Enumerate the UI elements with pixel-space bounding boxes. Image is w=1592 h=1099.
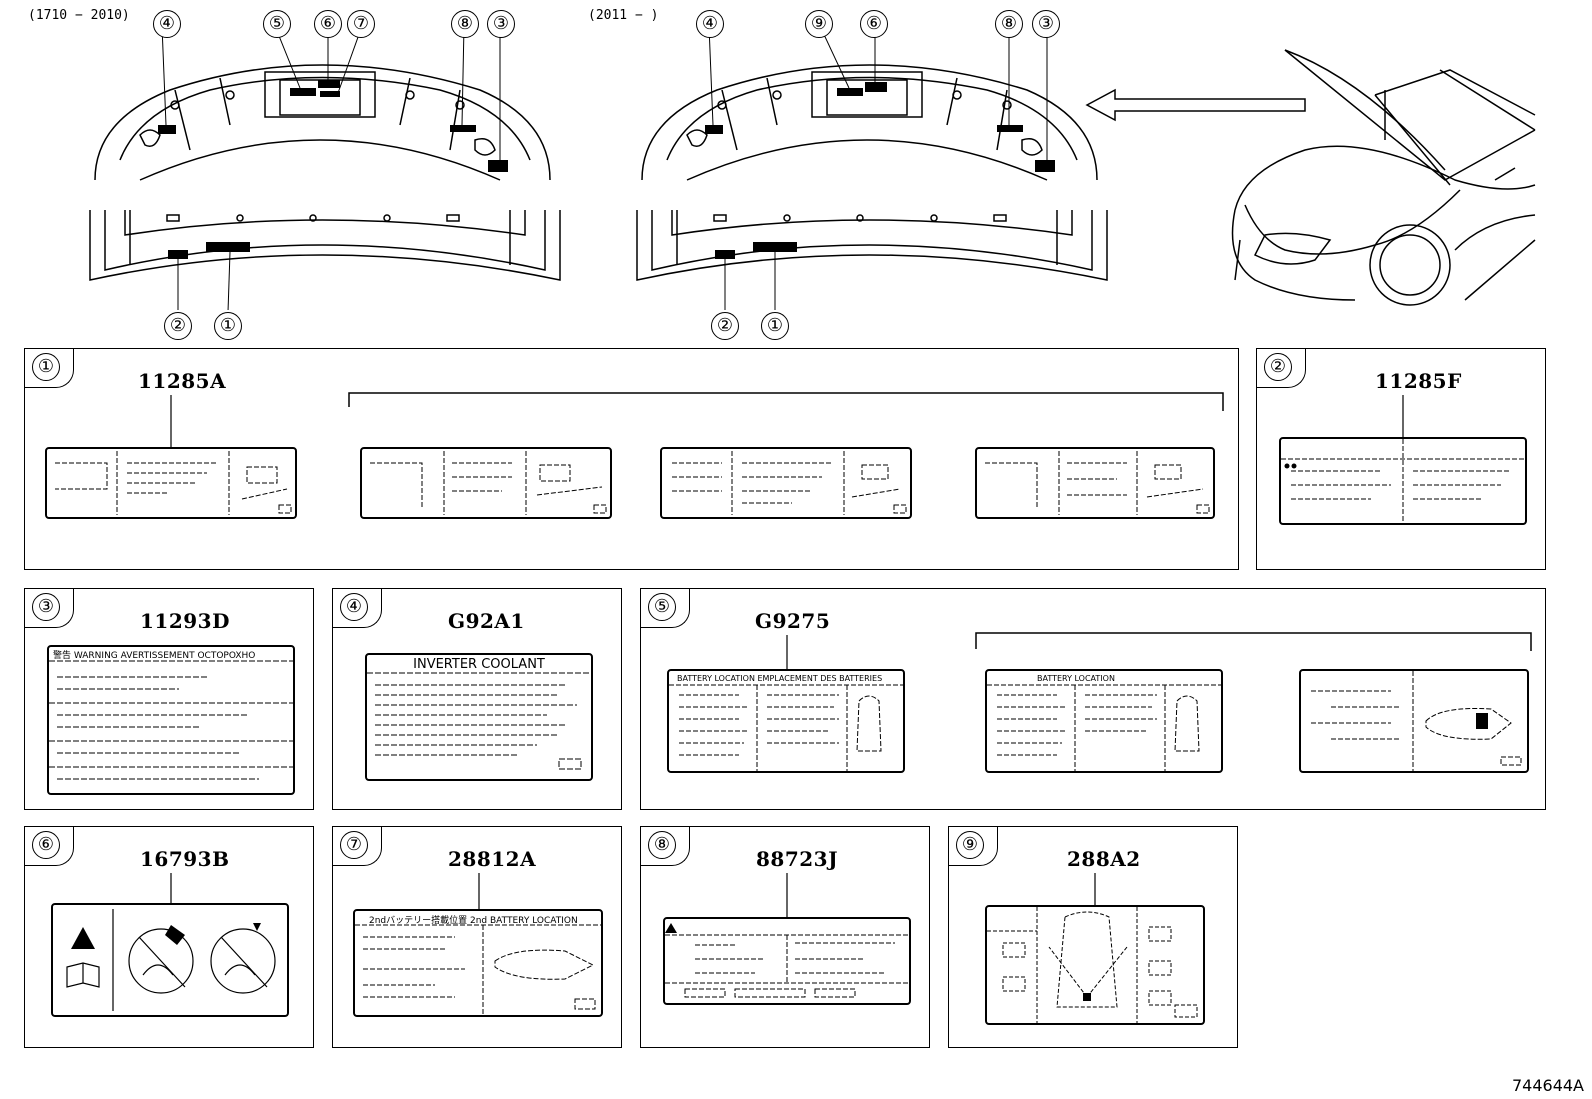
panel-3: ③ 11293D 警告 WARNING AVERTISSEMENT OCTOPO…	[24, 588, 314, 810]
panel-9: ⑨ 288A2	[948, 826, 1238, 1048]
label-header: BATTERY LOCATION	[1037, 674, 1115, 683]
hood-diagram-right	[636, 30, 1108, 310]
panel-number: ⑨	[956, 831, 984, 859]
label-variant-c	[1299, 669, 1529, 773]
callout-3-left: ③	[487, 10, 515, 38]
label-header: BATTERY LOCATION EMPLACEMENT DES BATTERI…	[677, 674, 883, 683]
panel-number: ③	[32, 593, 60, 621]
label-variant-a	[45, 447, 297, 519]
panel-number: ⑧	[648, 831, 676, 859]
panel-number: ④	[340, 593, 368, 621]
panel-number: ⑥	[32, 831, 60, 859]
callout-4-right: ④	[696, 10, 724, 38]
callout-4-left: ④	[153, 10, 181, 38]
part-number: 11293D	[140, 609, 230, 633]
year-range-right: (2011 − )	[588, 8, 659, 23]
leader-lines	[786, 632, 1532, 671]
panel-7: ⑦ 28812A 2ndバッテリー搭載位置 2nd BATTERY LOCATI…	[332, 826, 622, 1048]
panel-2: ② 11285F	[1256, 348, 1546, 570]
label-variant-d	[975, 447, 1215, 519]
callout-3-right: ③	[1032, 10, 1060, 38]
label	[1279, 437, 1527, 525]
leader-lines	[170, 392, 1224, 449]
panel-tab: ①	[24, 348, 74, 388]
label-variant-b: BATTERY LOCATION	[985, 669, 1223, 773]
part-number: 11285A	[138, 369, 227, 393]
part-number: 11285F	[1375, 369, 1462, 393]
panel-tab: ⑤	[640, 588, 690, 628]
label: 2ndバッテリー搭載位置 2nd BATTERY LOCATION	[353, 909, 603, 1017]
panel-tab: ③	[24, 588, 74, 628]
part-number: 16793B	[140, 847, 230, 871]
panel-tab: ②	[1256, 348, 1306, 388]
panel-tab: ⑥	[24, 826, 74, 866]
panel-tab: ⑦	[332, 826, 382, 866]
panel-number: ①	[32, 353, 60, 381]
part-number: 28812A	[448, 847, 537, 871]
part-number: G9275	[755, 609, 831, 633]
label-header: 警告 WARNING AVERTISSEMENT OCTOPOXHO	[53, 651, 256, 661]
callout-9-right: ⑨	[805, 10, 833, 38]
callout-7-left: ⑦	[347, 10, 375, 38]
panel-6: ⑥ 16793B	[24, 826, 314, 1048]
panel-number: ②	[1264, 353, 1292, 381]
hood-diagram-left	[89, 30, 561, 310]
figure-reference: 744644A	[1511, 1076, 1584, 1095]
callout-6-right: ⑥	[860, 10, 888, 38]
callout-1-left: ①	[214, 312, 242, 340]
panel-tab: ④	[332, 588, 382, 628]
car-open-hood-icon	[1231, 49, 1536, 306]
part-number: G92A1	[448, 609, 525, 633]
panel-8: ⑧ 88723J	[640, 826, 930, 1048]
label: 警告 WARNING AVERTISSEMENT OCTOPOXHO	[47, 645, 295, 795]
part-number: 88723J	[756, 847, 839, 871]
panel-number: ⑦	[340, 831, 368, 859]
callout-6-left: ⑥	[314, 10, 342, 38]
panel-tab: ⑨	[948, 826, 998, 866]
callout-5-left: ⑤	[263, 10, 291, 38]
panel-tab: ⑧	[640, 826, 690, 866]
callout-1-right: ①	[761, 312, 789, 340]
year-range-left: (1710 − 2010)	[28, 8, 130, 23]
callout-8-left: ⑧	[451, 10, 479, 38]
label-variant-b	[360, 447, 612, 519]
label	[985, 905, 1205, 1025]
label-header: 2ndバッテリー搭載位置 2nd BATTERY LOCATION	[369, 916, 578, 926]
label-variant-c	[660, 447, 912, 519]
part-number: 288A2	[1067, 847, 1141, 871]
label	[663, 917, 911, 1005]
label	[51, 903, 289, 1017]
panel-5: ⑤ G9275 BATTERY LOCATION EMPLACEMENT DES…	[640, 588, 1546, 810]
panel-1: ① 11285A	[24, 348, 1239, 570]
label-variant-a: BATTERY LOCATION EMPLACEMENT DES BATTERI…	[667, 669, 905, 773]
label: INVERTER COOLANT	[365, 653, 593, 781]
callout-2-left: ②	[164, 312, 192, 340]
panel-4: ④ G92A1 INVERTER COOLANT	[332, 588, 622, 810]
panel-number: ⑤	[648, 593, 676, 621]
direction-arrow	[1085, 88, 1306, 122]
callout-8-right: ⑧	[995, 10, 1023, 38]
callout-2-right: ②	[711, 312, 739, 340]
label-title: INVERTER COOLANT	[413, 657, 545, 672]
